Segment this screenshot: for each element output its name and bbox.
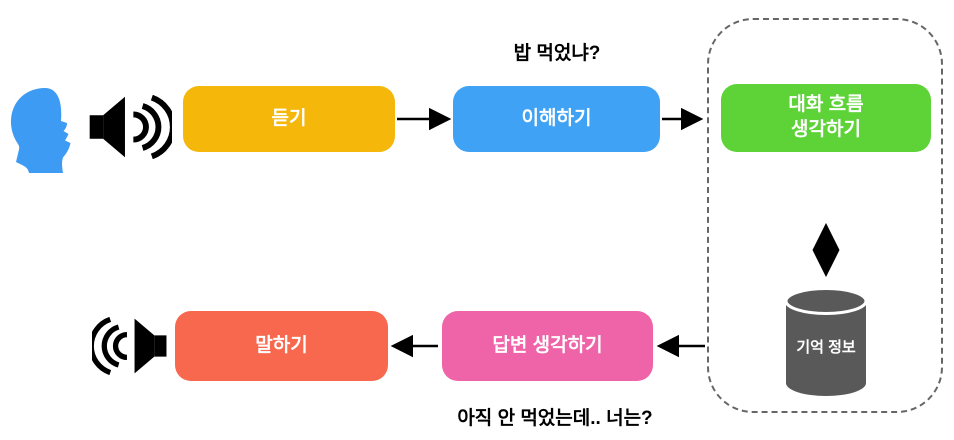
sound-wave-small [112,331,128,361]
memory-database-icon [784,287,868,396]
sound-wave-medium [101,324,120,368]
database-body [786,301,866,396]
human-head-silhouette [10,88,71,173]
speak-box: 말하기 [175,311,388,381]
conversation-flow-label-line2: 생각하기 [791,119,861,140]
memory-module-container [707,18,943,413]
answer-think-box: 답변 생각하기 [442,311,653,381]
speaker-cone [103,96,125,158]
conversation-flow-label-line1: 대화 흐름 [788,94,864,116]
speak-box-label: 말하기 [255,334,308,356]
database-top [784,287,868,315]
speaker-output-icon [92,316,167,376]
listen-box-label: 듣기 [271,107,307,129]
understand-box: 이해하기 [453,86,660,152]
sound-wave-medium [141,103,162,151]
memory-database-label: 기억 정보 [796,339,856,356]
speaker-driver [154,335,167,357]
conversation-flow-box: 대화 흐름 생각하기 [721,84,931,152]
speaker-driver [89,115,104,139]
speaker-cone [134,318,155,374]
user-question-text: 밥 먹었냐? [513,43,601,64]
bot-answer-text: 아직 안 먹었는데.. 너는? [457,408,653,429]
answer-think-box-label: 답변 생각하기 [492,334,603,356]
understand-box-label: 이해하기 [521,107,592,129]
listen-box: 듣기 [183,86,395,152]
sound-wave-large [92,316,112,376]
sound-wave-large [150,95,172,159]
human-head-icon [10,88,71,173]
sound-wave-small [133,111,149,143]
speaker-input-icon [89,95,172,159]
